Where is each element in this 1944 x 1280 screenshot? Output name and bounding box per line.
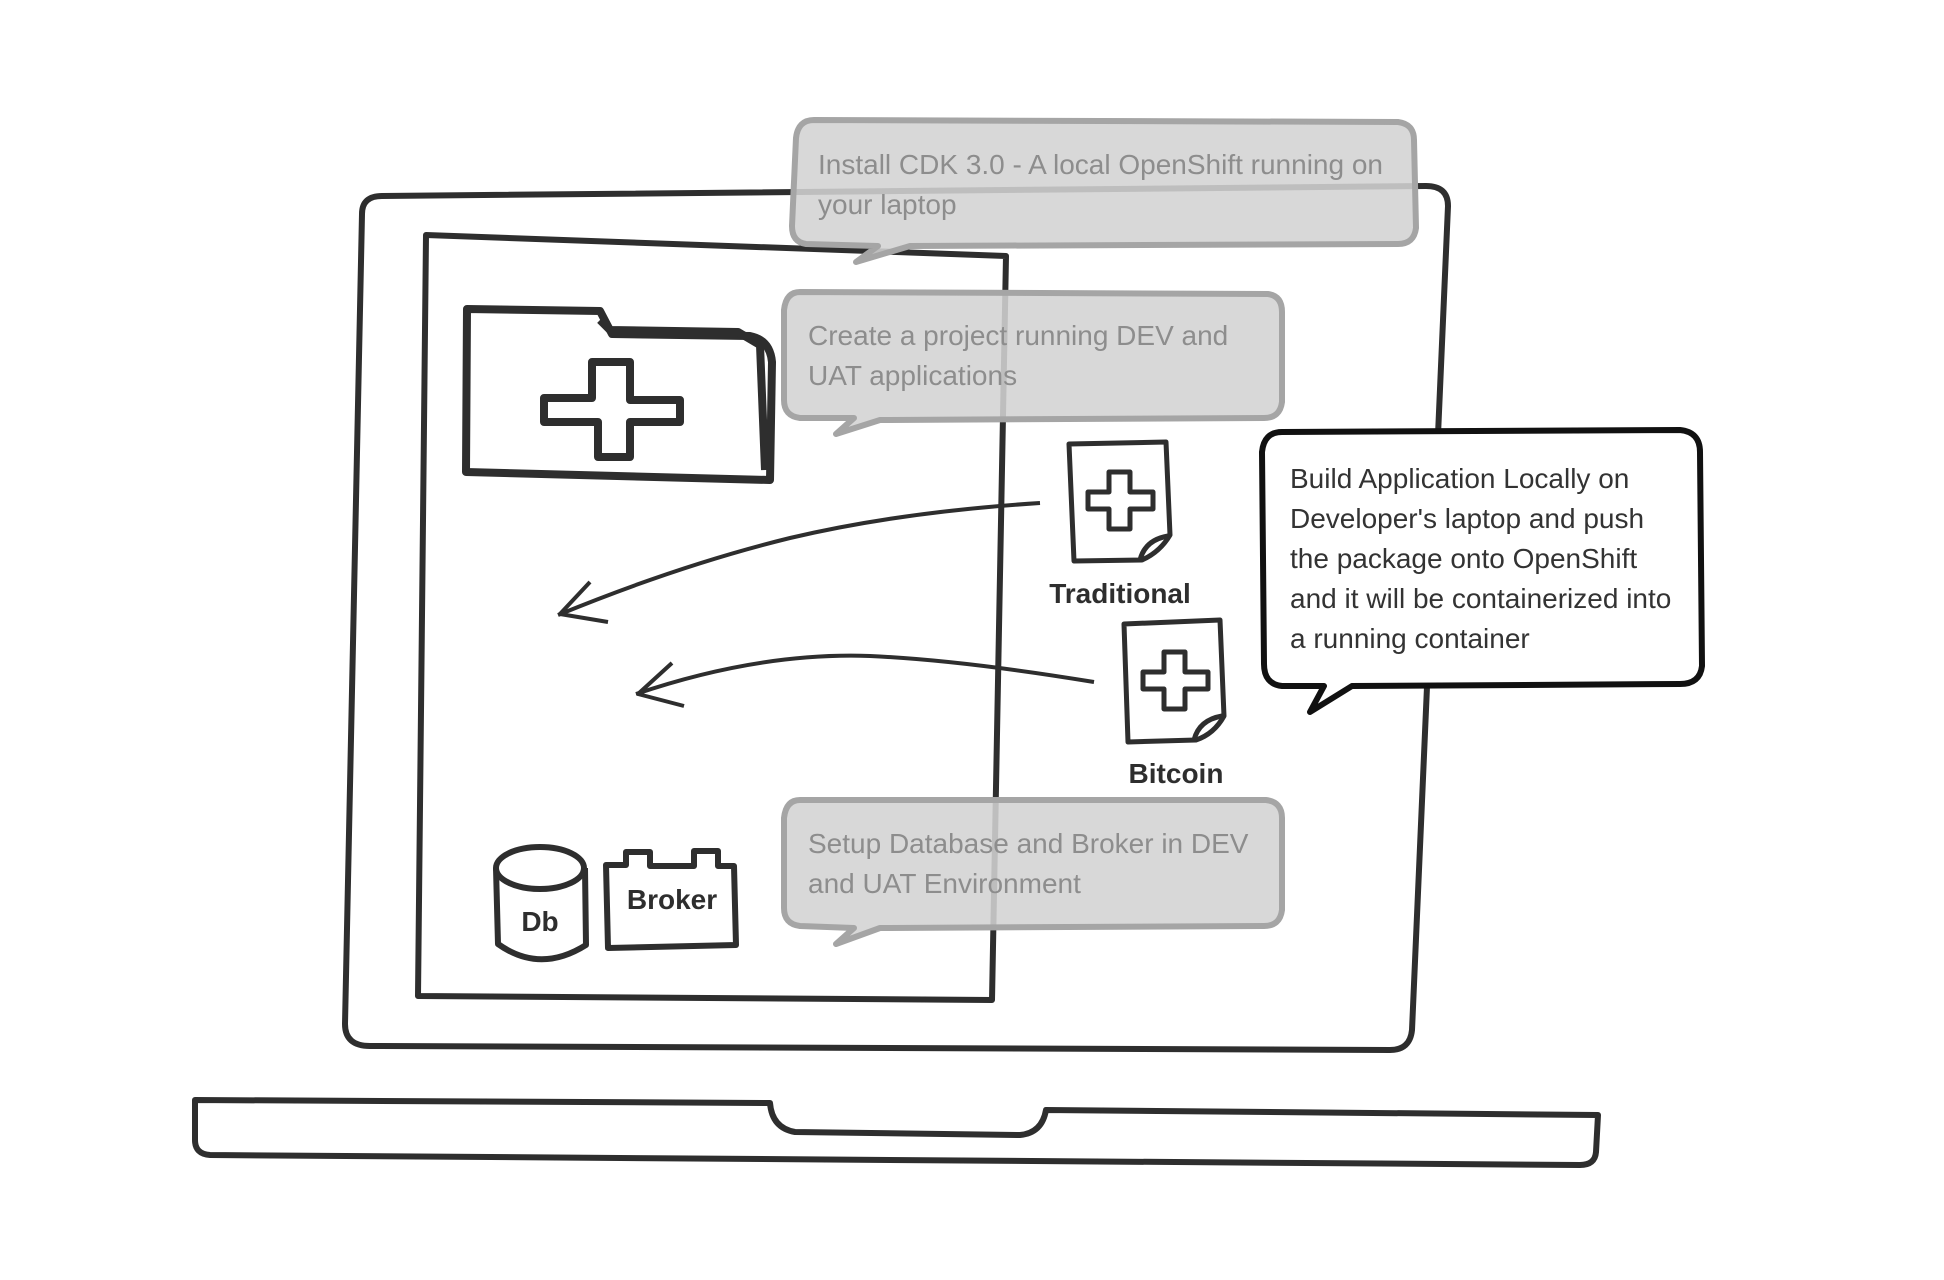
callout-install-cdk-bubble: [789, 117, 1419, 265]
database-cylinder-icon: [493, 844, 589, 963]
database-label: Db: [521, 906, 559, 937]
bitcoin-label: Bitcoin: [1128, 758, 1224, 789]
deploy-arrow-traditional: [557, 501, 1041, 624]
bitcoin-document-icon: [1121, 617, 1227, 745]
callout-setup-database-bubble: [781, 797, 1285, 947]
message-broker-icon: [603, 848, 739, 951]
callout-create-project-bubble: [781, 289, 1285, 437]
laptop-base: [192, 1097, 1601, 1168]
laptop-screen-frame: [342, 183, 1451, 1053]
callout-build-application-text: Build Application Locally on Developer's…: [1290, 463, 1672, 654]
callout-build-application-bubble: [1259, 427, 1705, 715]
callout-install-cdk-text: Install CDK 3.0 - A local OpenShift runn…: [818, 149, 1383, 220]
traditional-label: Traditional: [1049, 578, 1191, 609]
callout-setup-database-text: Setup Database and Broker in DEV and UAT…: [808, 828, 1249, 899]
traditional-document-icon: [1066, 439, 1173, 564]
folder-plus-icon: [462, 305, 776, 484]
callout-create-project-text: Create a project running DEV and UAT app…: [808, 320, 1229, 391]
project-window: [415, 232, 1009, 1003]
broker-label: Broker: [626, 884, 718, 915]
deploy-arrow-bitcoin: [635, 653, 1095, 708]
